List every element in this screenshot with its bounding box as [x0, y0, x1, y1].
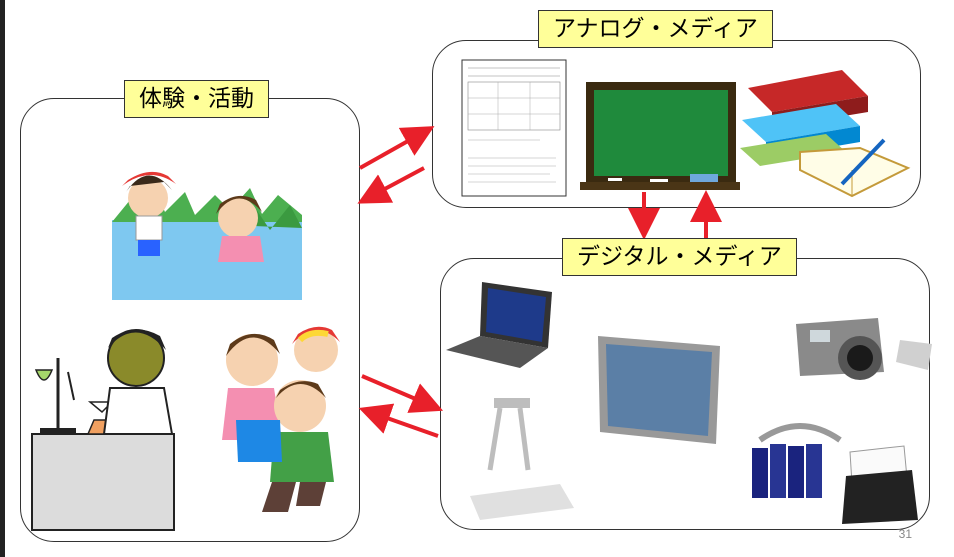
river-children-illustration: [112, 171, 302, 300]
arrow-digital-to-experience: [358, 403, 439, 438]
arrows: [357, 126, 722, 438]
science-lab-illustration: [31, 329, 175, 531]
camera-illustration: [796, 318, 932, 380]
arrow-experience-to-digital: [361, 374, 444, 413]
document-page-illustration: [461, 59, 567, 197]
arrow-analog-to-experience: [357, 166, 425, 204]
arrow-experience-to-analog: [359, 126, 435, 170]
analog-media-label: アナログ・メディア: [538, 10, 773, 48]
books-illustration: [740, 70, 911, 198]
chalkboard-illustration: [580, 82, 740, 190]
laptop-illustration: [446, 282, 552, 368]
digital-media-label: デジタル・メディア: [562, 238, 797, 276]
monitor-illustration: [598, 336, 720, 444]
left-edge-bar: [0, 0, 5, 557]
children-group-illustration: [222, 326, 340, 512]
experience-label: 体験・活動: [124, 80, 269, 118]
document-camera-illustration: [470, 398, 574, 520]
page-number: 31: [898, 527, 912, 541]
scanner-binders-illustration: [752, 423, 918, 524]
